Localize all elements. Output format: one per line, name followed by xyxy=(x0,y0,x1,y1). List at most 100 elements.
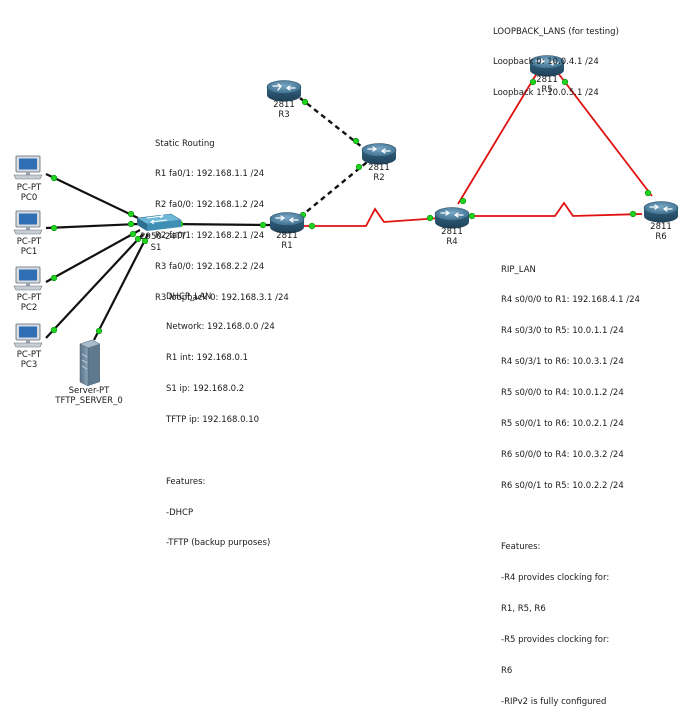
rip-lan-line: R4 s0/0/0 to R1: 192.168.4.1 /24 xyxy=(501,295,640,306)
link-up-indicator xyxy=(129,230,137,238)
link-up-indicator xyxy=(50,224,58,232)
dhcp-lan-title: DHCP_LAN xyxy=(166,291,212,302)
router-r2[interactable] xyxy=(361,143,397,165)
rip-lan-line: R4 s0/3/1 to R6: 10.0.3.1 /24 xyxy=(501,357,624,368)
link-pc0-s1[interactable] xyxy=(45,173,139,219)
rip-lan-features-title: Features: xyxy=(501,542,541,553)
rip-lan-feature: R6 xyxy=(501,665,513,676)
pc2-name-label: PC2 xyxy=(20,302,38,313)
rip-lan-feature: -R5 provides clocking for: xyxy=(501,634,610,645)
link-up-indicator xyxy=(127,210,135,218)
pc2-type-label: PC-PT xyxy=(16,293,42,303)
static-routing-line: R2 fa0/1: 192.168.2.1 /24 xyxy=(155,231,265,242)
pc1-name-label: PC1 xyxy=(20,246,38,257)
link-up-indicator xyxy=(355,163,363,171)
dhcp-lan-line: R1 int: 192.168.0.1 xyxy=(166,353,249,364)
pc0-type-label: PC-PT xyxy=(16,183,42,193)
rip-lan-line: R6 s0/0/1 to R5: 10.0.2.2 /24 xyxy=(501,480,624,491)
link-up-indicator xyxy=(95,327,103,335)
pc0-name-label: PC0 xyxy=(20,192,38,203)
link-up-indicator xyxy=(459,197,467,205)
static-routing-line: R2 fa0/0: 192.168.1.2 /24 xyxy=(155,200,265,211)
r6-model-label: 2811 xyxy=(650,222,672,232)
dhcp-lan-feature: -TFTP (backup purposes) xyxy=(166,538,271,549)
router-r1[interactable] xyxy=(269,212,305,234)
link-up-indicator xyxy=(308,222,316,230)
link-up-indicator xyxy=(529,78,537,86)
link-up-indicator xyxy=(644,189,652,197)
rip-lan-feature: -RIPv2 is fully configured xyxy=(501,696,607,707)
pc-pc3[interactable] xyxy=(13,323,43,348)
server-tftp[interactable] xyxy=(79,339,101,387)
r4-model-label: 2811 xyxy=(441,227,463,237)
link-up-indicator xyxy=(352,137,360,145)
pc1-label: PC-PT PC1 xyxy=(12,237,46,257)
pc0-label: PC-PT PC0 xyxy=(12,183,46,203)
pc-pc0[interactable] xyxy=(13,155,43,180)
r3-label: 2811 R3 xyxy=(269,100,299,120)
link-s1-r1[interactable] xyxy=(169,222,271,227)
server-label: Server-PT TFTP_SERVER_0 xyxy=(34,386,144,406)
rip-lan-feature: -R4 provides clocking for: xyxy=(501,573,610,584)
link-up-indicator xyxy=(50,274,58,282)
switch-s1[interactable] xyxy=(136,213,182,231)
r6-name-label: R6 xyxy=(655,231,667,242)
link-pc2-s1[interactable] xyxy=(45,229,141,283)
r4-label: 2811 R4 xyxy=(437,227,467,247)
r2-name-label: R2 xyxy=(373,172,385,183)
link-server-s1[interactable] xyxy=(93,233,149,341)
static-routing-line: R3 fa0/0: 192.168.2.2 /24 xyxy=(155,262,265,273)
router-r3[interactable] xyxy=(266,80,302,102)
link-pc3-s1[interactable] xyxy=(45,233,144,339)
link-up-indicator xyxy=(259,221,267,229)
r3-model-label: 2811 xyxy=(273,100,295,110)
r2-label: 2811 R2 xyxy=(364,163,394,183)
link-status-indicators xyxy=(50,78,652,335)
link-up-indicator xyxy=(141,237,149,245)
pc3-name-label: PC3 xyxy=(20,359,38,370)
static-routing-title: Static Routing xyxy=(155,138,215,149)
static-routing-line: R1 fa0/1: 192.168.1.1 /24 xyxy=(155,169,265,180)
pc-pc2[interactable] xyxy=(13,266,43,291)
pc3-type-label: PC-PT xyxy=(16,350,42,360)
loopback-note-title: LOOPBACK_LANS (for testing) xyxy=(493,26,619,37)
link-up-indicator xyxy=(468,212,476,220)
link-up-indicator xyxy=(426,214,434,222)
rip-lan-line: R6 s0/0/0 to R4: 10.0.3.2 /24 xyxy=(501,449,624,460)
pc1-type-label: PC-PT xyxy=(16,237,42,247)
router-r4[interactable] xyxy=(434,207,470,229)
static-routing-note: Static Routing R1 fa0/1: 192.168.1.1 /24… xyxy=(155,118,289,314)
network-topology-canvas xyxy=(13,55,679,387)
dhcp-lan-line: Network: 192.168.0.0 /24 xyxy=(166,322,275,333)
link-r1-r4[interactable] xyxy=(304,207,441,227)
link-up-indicator xyxy=(629,210,637,218)
s1-model-label: 2950-24TT xyxy=(140,232,186,242)
rip-lan-feature: R1, R5, R6 xyxy=(501,604,546,615)
link-r1-r2[interactable] xyxy=(299,157,373,218)
s1-name-label: S1 xyxy=(150,243,162,253)
server-name-label: TFTP_SERVER_0 xyxy=(55,395,123,406)
pc2-label: PC-PT PC2 xyxy=(12,293,46,313)
pc-pc1[interactable] xyxy=(13,210,43,235)
link-up-indicator xyxy=(50,174,58,182)
dhcp-lan-line: S1 ip: 192.168.0.2 xyxy=(166,384,245,395)
rip-lan-line: R5 s0/0/1 to R6: 10.0.2.1 /24 xyxy=(501,419,624,430)
link-r4-r5[interactable] xyxy=(457,72,538,205)
r6-label: 2811 R6 xyxy=(646,222,676,242)
r3-name-label: R3 xyxy=(278,109,290,120)
rip-lan-line: R4 s0/3/0 to R5: 10.0.1.1 /24 xyxy=(501,326,624,337)
router-r6[interactable] xyxy=(643,201,679,223)
link-r3-r2[interactable] xyxy=(299,97,363,148)
dhcp-lan-feature: -DHCP xyxy=(166,507,194,518)
link-up-indicator xyxy=(561,78,569,86)
pc3-label: PC-PT PC3 xyxy=(12,350,46,370)
link-r5-r6[interactable] xyxy=(557,72,653,197)
rip-lan-note: RIP_LAN R4 s0/0/0 to R1: 192.168.4.1 /24… xyxy=(501,244,640,717)
link-pc1-s1[interactable] xyxy=(45,222,139,230)
static-routing-line: R3 loopback 0: 192.168.3.1 /24 xyxy=(155,293,289,304)
r1-name-label: R1 xyxy=(281,240,293,251)
dhcp-lan-line: TFTP ip: 192.168.0.10 xyxy=(166,415,260,426)
r5-label: 2811 R5 xyxy=(532,75,562,95)
router-r5[interactable] xyxy=(529,55,565,77)
link-r4-r6[interactable] xyxy=(466,201,643,217)
